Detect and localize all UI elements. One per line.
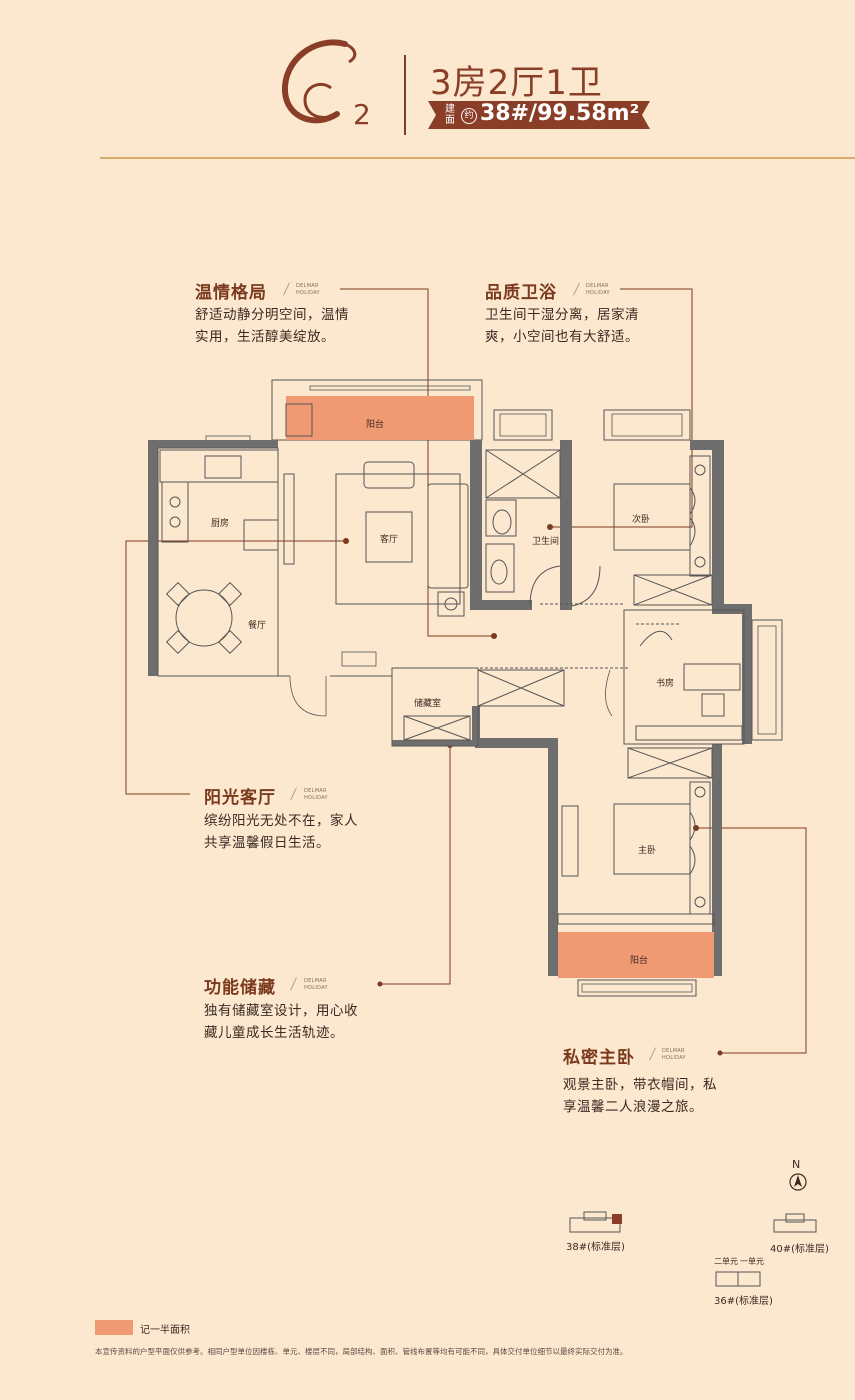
keyplan-unit1: 一单元 [740,1257,764,1266]
unit-logo: 2 [275,30,385,140]
header-rule [100,157,855,159]
callout-storage-text-2: 藏儿童成长生活轨迹。 [204,1025,344,1041]
kitchen-fixtures [159,449,279,551]
callout-tag-1: DELMAR [304,978,327,984]
room-dining: 餐厅 [248,621,267,631]
callout-layout-title: 温情格局 [195,283,267,303]
second-bedroom-furniture [613,455,711,577]
callout-tag-2: HOLIDAY [586,290,610,296]
callout-tag-1: DELMAR [304,788,327,794]
master-bedroom-furniture [557,781,715,925]
keyplan-40-icon [773,1213,817,1233]
callout-bath-title: 品质卫浴 [485,283,557,303]
room-living: 客厅 [380,535,399,545]
area-approx: 约 [461,108,477,124]
room-bathroom: 卫生间 [532,537,560,547]
unit-type-title: 3房2厅1卫 [430,63,603,103]
room-balcony-top: 阳台 [366,420,385,430]
callout-tag-2: HOLIDAY [296,290,320,296]
leader-lines [125,288,807,1054]
callout-master-text-1: 观景主卧，带衣帽间，私 [563,1077,717,1093]
compass-label: N [792,1158,801,1171]
callout-sun-title: 阳光客厅 [204,788,276,808]
area-prefix: 建面 [445,104,455,126]
callout-layout-text-1: 舒适动静分明空间，温情 [195,307,349,323]
callout-layout-text-2: 实用，生活醇美绽放。 [195,329,335,345]
dining-table [165,581,243,655]
bottom-balcony-area [558,932,714,978]
header-divider [404,55,406,135]
room-kitchen: 厨房 [211,519,230,529]
study-furniture [639,630,741,717]
bathroom-fixtures [485,499,601,607]
callout-tag-1: DELMAR [296,283,319,289]
legend-swatch [95,1320,133,1335]
callout-sun-text-2: 共享温馨假日生活。 [204,835,330,851]
callout-tag-2: HOLIDAY [304,985,328,991]
callout-tag-2: HOLIDAY [662,1055,686,1061]
keyplan-unit2: 二单元 [714,1257,738,1266]
callout-master-title: 私密主卧 [563,1048,635,1068]
keyplan-36-icon [715,1271,761,1287]
room-master-bedroom: 主卧 [638,846,657,856]
logo-number: 2 [353,98,371,131]
callout-bath-text-2: 爽，小空间也有大舒适。 [485,329,639,345]
top-balcony-area [286,396,474,440]
callout-tag-1: DELMAR [586,283,609,289]
keyplan-38-icon [569,1211,622,1233]
area-badge [428,101,650,129]
keyplan-40-label: 40#(标准层) [770,1244,829,1255]
room-storage: 储藏室 [414,699,442,709]
area-value: 38#/99.58m² [480,101,640,126]
callout-storage-title: 功能储藏 [204,978,276,998]
callout-tag-2: HOLIDAY [304,795,328,801]
callout-storage-text-1: 独有储藏室设计，用心收 [204,1003,358,1019]
legend-label: 记一半面积 [140,1325,190,1336]
callout-master-text-2: 享温馨二人浪漫之旅。 [563,1099,703,1115]
compass-icon [789,1173,807,1191]
callout-sun-text-1: 缤纷阳光无处不在，家人 [204,813,358,829]
room-study: 书房 [656,679,675,689]
living-furniture [283,461,469,617]
room-second-bedroom: 次卧 [632,515,651,525]
disclaimer: 本宣传资料的户型平面仅供参考。相同户型单位因楼栋、单元、楼层不同，局部结构、面积… [95,1347,628,1356]
callout-tag-1: DELMAR [662,1048,685,1054]
keyplan-38-label: 38#(标准层) [566,1242,625,1253]
keyplan-36-label: 36#(标准层) [714,1296,773,1307]
callout-bath-text-1: 卫生间干湿分离，居家清 [485,307,639,323]
room-balcony-bottom: 阳台 [630,956,649,966]
